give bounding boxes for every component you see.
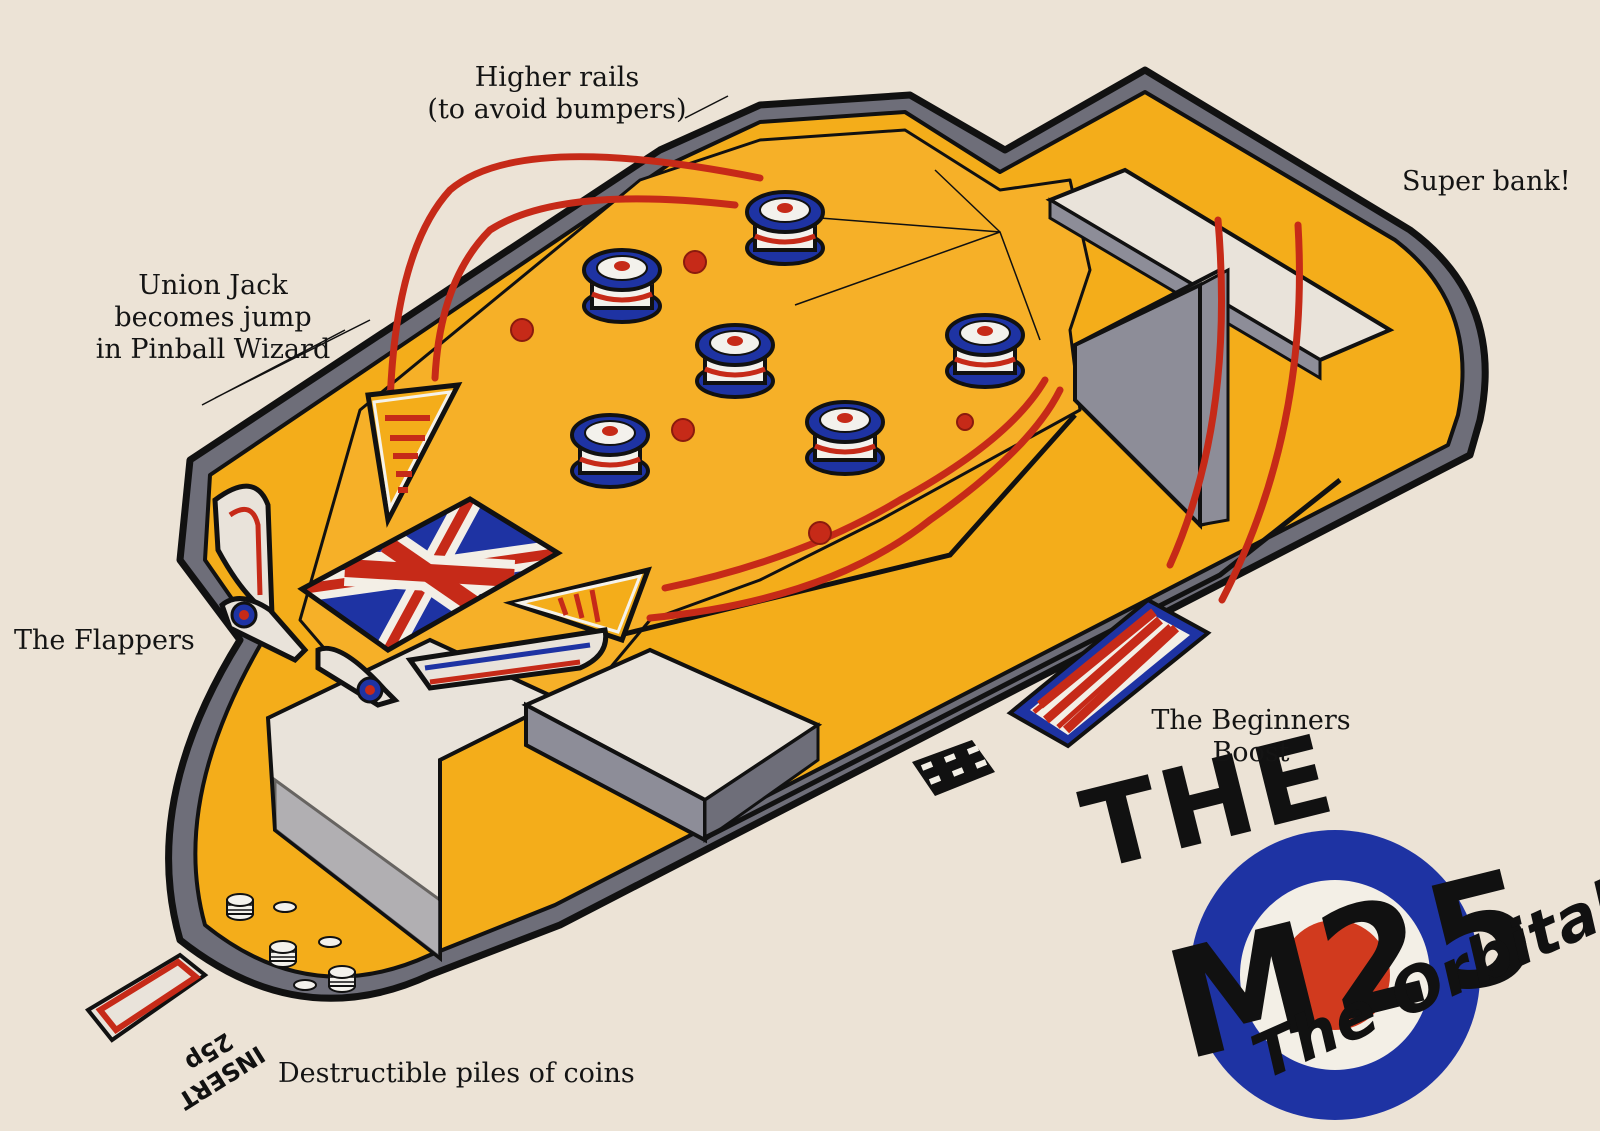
label-higher-rails-line1: Higher rails xyxy=(474,62,640,93)
label-super-bank: Super bank! xyxy=(1402,166,1571,197)
label-beginners-line1: The Beginners xyxy=(1151,705,1351,736)
label-union-jack-line1: Union Jack xyxy=(138,270,288,301)
coin-stack-icon xyxy=(226,893,356,993)
checkered-flag-icon xyxy=(912,740,995,796)
label-higher-rails: Higher rails (to avoid bumpers) xyxy=(412,62,702,126)
label-union-jack-line3: in Pinball Wizard xyxy=(95,334,331,365)
flipper-guards xyxy=(212,483,609,691)
label-beginners-line2: Boost xyxy=(1212,737,1290,768)
label-union-jack-line2: becomes jump xyxy=(114,302,312,333)
red-targets xyxy=(510,250,974,545)
label-coins: Destructible piles of coins xyxy=(278,1058,635,1089)
label-flappers: The Flappers xyxy=(14,625,195,656)
label-beginners-boost: The Beginners Boost xyxy=(1136,705,1366,769)
label-union-jack: Union Jack becomes jump in Pinball Wizar… xyxy=(78,270,348,366)
flappers xyxy=(219,596,400,708)
beginners-boost-pad xyxy=(1006,597,1212,749)
higher-rails xyxy=(386,153,1303,622)
triangle-ramp-left xyxy=(365,381,463,528)
label-higher-rails-line2: (to avoid bumpers) xyxy=(427,94,687,125)
union-jack-icon xyxy=(297,496,563,653)
triangle-ramp-right xyxy=(503,566,652,644)
logo: THE M25 The Orbital xyxy=(1070,710,1600,1120)
inner-block-lower xyxy=(265,637,823,963)
